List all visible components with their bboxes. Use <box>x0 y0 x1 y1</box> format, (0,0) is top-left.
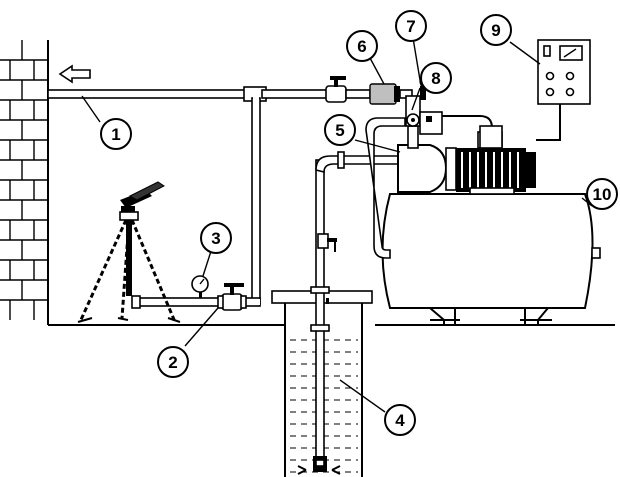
tank-connection-pipe <box>365 117 406 259</box>
sprinkler-branch-pipe <box>131 295 261 309</box>
callout-4: 4 <box>384 404 416 436</box>
callout-label-3: 3 <box>211 229 220 248</box>
callout-3: 3 <box>200 222 232 254</box>
pressure-gauge-icon <box>191 275 209 298</box>
callout-8: 8 <box>420 62 452 94</box>
surface-pump <box>397 125 536 195</box>
callout-label-4: 4 <box>395 411 405 430</box>
callout-label-7: 7 <box>406 17 415 36</box>
callout-10: 10 <box>586 178 618 210</box>
flow-direction-arrow-icon <box>58 64 91 84</box>
pressure-tank <box>381 193 601 325</box>
callout-label-8: 8 <box>431 69 440 88</box>
pump-manifold <box>325 75 503 149</box>
callout-5: 5 <box>324 114 356 146</box>
callout-1: 1 <box>100 118 132 150</box>
control-panel-icon <box>536 39 591 141</box>
well <box>271 159 373 477</box>
brick-wall <box>0 40 49 325</box>
callout-label-5: 5 <box>335 121 344 140</box>
callout-label-9: 9 <box>491 21 500 40</box>
callout-6: 6 <box>346 30 378 62</box>
callout-9: 9 <box>480 14 512 46</box>
discharge-pipe <box>47 86 329 305</box>
callout-2: 2 <box>157 346 189 378</box>
suction-pipe <box>315 151 399 252</box>
electric-motor-icon <box>456 131 536 195</box>
callout-label-2: 2 <box>168 353 177 372</box>
callout-label-1: 1 <box>111 125 120 144</box>
callout-label-10: 10 <box>593 185 612 204</box>
callout-label-6: 6 <box>357 37 366 56</box>
callout-7: 7 <box>395 10 427 42</box>
sprinkler-icon <box>77 181 181 323</box>
branch-ball-valve <box>217 283 247 311</box>
